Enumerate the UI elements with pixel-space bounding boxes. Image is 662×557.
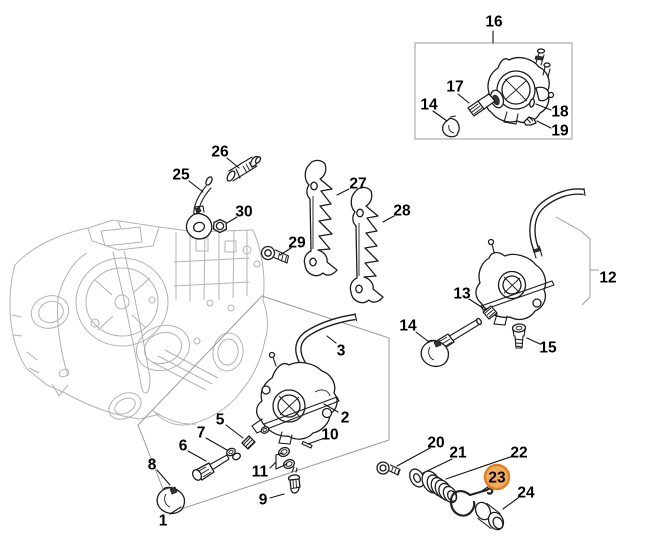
part-label-2[interactable]: 2: [341, 410, 350, 427]
part-label-24[interactable]: 24: [517, 485, 535, 502]
crankcase-ghost-drawing: [9, 219, 268, 426]
part-label-5[interactable]: 5: [216, 412, 225, 429]
bumper-spike-28-drawing: [349, 186, 384, 304]
part-label-17[interactable]: 17: [446, 79, 463, 96]
part-label-19[interactable]: 19: [551, 123, 569, 140]
oil-pump-2-drawing: [251, 312, 358, 445]
part-label-14-left[interactable]: 14: [399, 318, 417, 335]
part-label-26[interactable]: 26: [211, 144, 229, 161]
part-label-20[interactable]: 20: [427, 435, 444, 452]
inset-oil-pump-drawing: [441, 48, 555, 138]
part-label-27[interactable]: 27: [349, 176, 366, 193]
part-label-14-inset[interactable]: 14: [420, 97, 438, 114]
oil-cap-parts-drawing: [376, 461, 505, 531]
highlight-badge-23[interactable]: [483, 463, 511, 491]
part-label-25[interactable]: 25: [172, 167, 190, 184]
part-label-1[interactable]: 1: [159, 513, 168, 530]
bumper-spike-27-drawing: [303, 159, 338, 277]
part-label-15[interactable]: 15: [539, 340, 557, 357]
part-label-12[interactable]: 12: [599, 270, 616, 287]
part-label-10[interactable]: 10: [321, 427, 338, 444]
part-label-7[interactable]: 7: [197, 425, 206, 442]
screw-29-drawing: [260, 245, 290, 264]
part-label-13[interactable]: 13: [453, 286, 471, 303]
part-label-6[interactable]: 6: [179, 438, 188, 455]
part-label-29[interactable]: 29: [288, 235, 306, 252]
part-12-bracket: [555, 216, 599, 306]
part-label-18[interactable]: 18: [551, 104, 569, 121]
leader-lines: [156, 30, 552, 515]
part-label-23[interactable]: 23: [488, 470, 506, 487]
pickup-hose-drawing: [185, 155, 262, 240]
part-label-11[interactable]: 11: [252, 464, 269, 481]
part-label-16[interactable]: 16: [485, 14, 503, 31]
part-label-22[interactable]: 22: [510, 445, 527, 462]
nut-30-drawing: [212, 218, 228, 234]
part-label-9[interactable]: 9: [259, 492, 268, 509]
part-label-21[interactable]: 21: [449, 445, 467, 462]
oil-pump-12-drawing: [420, 187, 586, 368]
pump-small-parts-drawing: [156, 426, 313, 515]
part-label-28[interactable]: 28: [393, 203, 411, 220]
part-label-30[interactable]: 30: [235, 204, 252, 221]
part-label-3[interactable]: 3: [337, 343, 346, 360]
part-label-8[interactable]: 8: [148, 457, 157, 474]
